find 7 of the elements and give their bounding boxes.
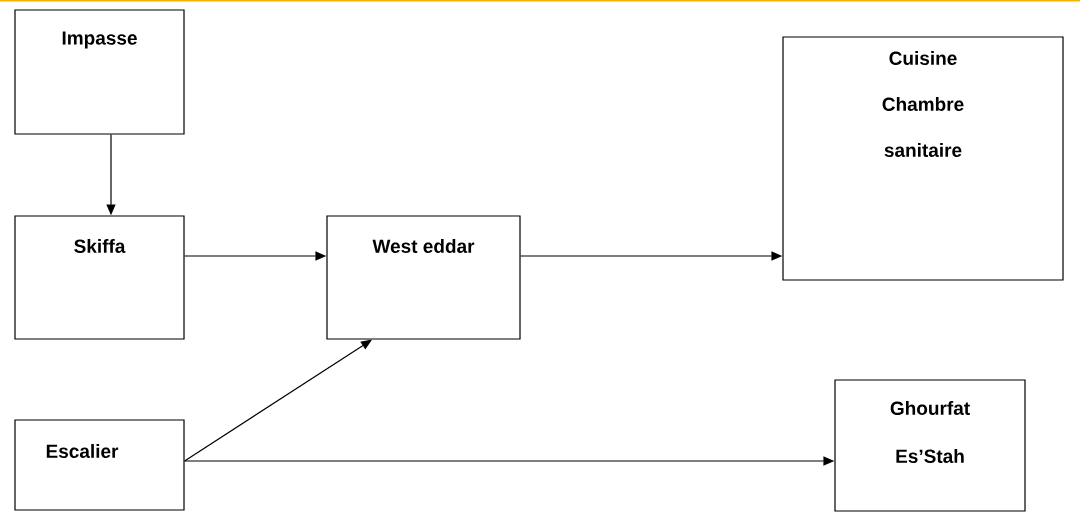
box: Impasse bbox=[14, 9, 185, 135]
box: Skiffa bbox=[14, 215, 185, 340]
box: Cuisine Chambre sanitaire bbox=[782, 36, 1064, 281]
box: Ghourfat Es’Stah bbox=[834, 379, 1026, 512]
box: West eddar bbox=[326, 215, 521, 340]
box: Escalier bbox=[14, 419, 185, 511]
arrow bbox=[184, 339, 372, 462]
